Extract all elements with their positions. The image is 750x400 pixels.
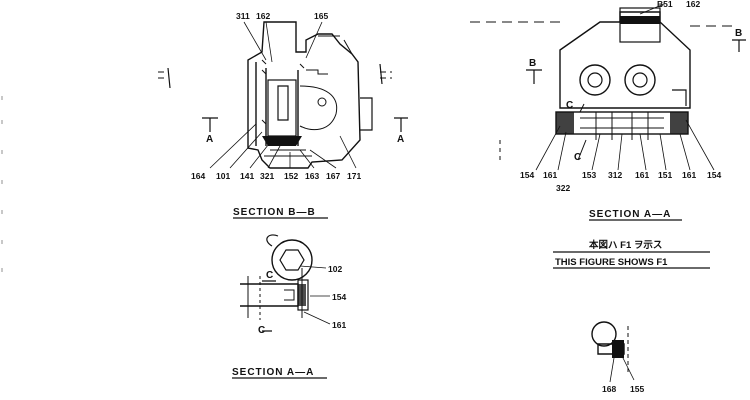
label-162-right: 162	[686, 0, 700, 9]
label-155: 155	[630, 384, 644, 394]
label-321: 321	[260, 171, 274, 181]
section-aa-small-title: SECTION A—A	[232, 367, 314, 378]
label-153: 153	[582, 170, 596, 180]
label-163: 163	[305, 171, 319, 181]
label-161-small: 161	[332, 320, 346, 330]
label-171: 171	[347, 171, 361, 181]
cut-marker-a-left: A	[206, 134, 213, 145]
label-154-right-b: 154	[707, 170, 721, 180]
label-311: 311	[236, 11, 250, 21]
section-bb-title: SECTION B—B	[233, 207, 316, 218]
label-154-small: 154	[332, 292, 346, 302]
detail-f1-drawing	[591, 321, 635, 383]
label-141: 141	[240, 171, 254, 181]
label-168: 168	[602, 384, 616, 394]
cut-marker-b-right: B	[735, 28, 742, 39]
note-japanese: 本図ハ F1 ヲ示ス	[589, 239, 662, 251]
label-167: 167	[326, 171, 340, 181]
view-marker-c-bottom: C	[258, 325, 265, 336]
label-161-right-c: 161	[682, 170, 696, 180]
view-marker-c-upper: C	[566, 100, 573, 111]
label-151: 151	[658, 170, 672, 180]
label-162: 162	[256, 11, 270, 21]
view-marker-c-lower: C	[574, 152, 581, 163]
label-101: 101	[216, 171, 230, 181]
label-165: 165	[314, 11, 328, 21]
section-aa-small-drawing	[240, 234, 331, 332]
note-english: THIS FIGURE SHOWS F1	[555, 257, 668, 268]
section-aa-right-title: SECTION A—A	[589, 209, 671, 220]
section-aa-right-drawing	[470, 3, 746, 171]
label-312: 312	[608, 170, 622, 180]
label-152: 152	[284, 171, 298, 181]
label-b51: B51	[657, 0, 673, 9]
label-161-right-b: 161	[635, 170, 649, 180]
label-322: 322	[556, 183, 570, 193]
label-164: 164	[191, 171, 205, 181]
cut-marker-b-left: B	[529, 58, 536, 69]
label-102: 102	[328, 264, 342, 274]
section-bb-drawing	[158, 21, 408, 169]
view-marker-c-top: C	[266, 270, 273, 281]
cut-marker-a-right: A	[397, 134, 404, 145]
label-161-right-a: 161	[543, 170, 557, 180]
label-154-right-a: 154	[520, 170, 534, 180]
